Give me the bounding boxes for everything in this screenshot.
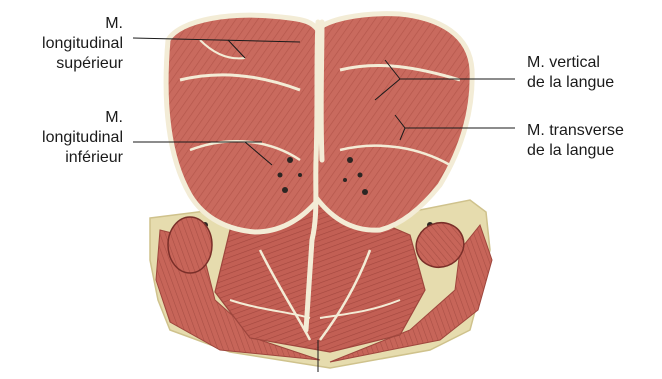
leader-line-transverse-branch1 <box>395 115 405 128</box>
label-line: de la langue <box>527 73 614 93</box>
label-line: M. <box>42 14 123 34</box>
leader-line-inferieur-branch <box>245 142 272 165</box>
label-longitudinal-superieur: M. longitudinal supérieur <box>42 14 123 74</box>
label-line: M. vertical <box>527 53 614 73</box>
leader-line-transverse-branch2 <box>400 128 405 140</box>
label-line: M. <box>42 108 123 128</box>
label-longitudinal-inferieur: M. longitudinal inférieur <box>42 108 123 168</box>
leader-line-vertical-branch2 <box>375 79 400 100</box>
label-line: longitudinal <box>42 128 123 148</box>
label-line: supérieur <box>42 54 123 74</box>
label-transverse: M. transverse de la langue <box>527 121 624 161</box>
leader-line-superieur <box>133 38 300 42</box>
leader-line-superieur-branch <box>228 40 245 58</box>
label-line: M. transverse <box>527 121 624 141</box>
label-line: longitudinal <box>42 34 123 54</box>
label-vertical: M. vertical de la langue <box>527 53 614 93</box>
label-line: inférieur <box>42 148 123 168</box>
label-line: de la langue <box>527 141 624 161</box>
leader-line-vertical-branch1 <box>385 60 400 79</box>
